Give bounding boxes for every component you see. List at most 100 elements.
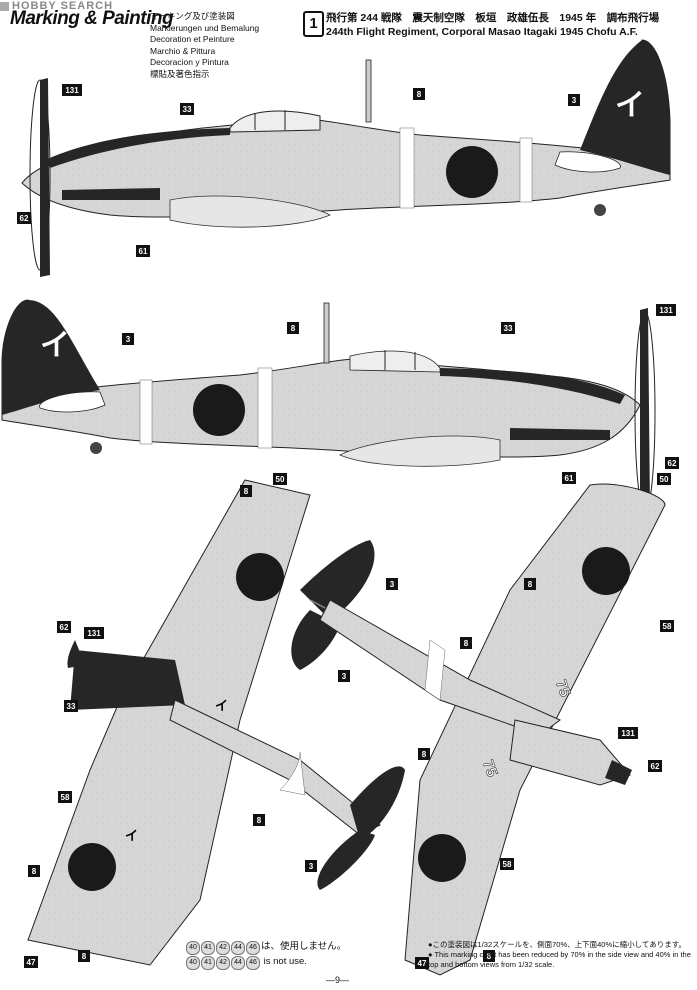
plan-view-bottom: 75 75	[319, 483, 666, 976]
hinomaru	[446, 146, 498, 198]
fuselage-band	[399, 127, 415, 209]
plan-view-top: イ イ	[27, 479, 461, 966]
anti-glare-panel	[70, 650, 185, 710]
svg-text:3: 3	[572, 96, 577, 105]
fuselage-band	[257, 367, 273, 449]
scale-note-en: ● This marking chart has been reduced by…	[428, 950, 691, 969]
svg-text:33: 33	[67, 702, 76, 711]
language-label: Marchio & Pittura	[150, 45, 216, 56]
tail-white-band	[554, 151, 621, 173]
svg-text:62: 62	[60, 623, 69, 632]
watermark: HOBBY SEARCH	[0, 0, 113, 12]
scheme-header-en: 244th Flight Regiment, Corporal Masao It…	[326, 26, 638, 38]
propeller	[640, 308, 650, 512]
svg-text:8: 8	[464, 639, 469, 648]
side-view-right: イ	[1, 299, 656, 513]
stabilizer	[350, 766, 405, 840]
tail-wheel	[90, 442, 102, 454]
svg-text:8: 8	[32, 867, 37, 876]
stabilizer	[300, 540, 375, 620]
svg-text:33: 33	[504, 324, 513, 333]
svg-text:58: 58	[61, 793, 70, 802]
svg-text:3: 3	[309, 862, 314, 871]
svg-text:47: 47	[27, 958, 36, 967]
svg-text:8: 8	[244, 487, 249, 496]
svg-text:131: 131	[65, 86, 79, 95]
svg-text:8: 8	[417, 90, 422, 99]
antenna-mast	[365, 59, 372, 123]
svg-text:47: 47	[418, 959, 427, 968]
page-number: —9—	[326, 975, 350, 985]
language-label: Decoration et Peinture	[150, 34, 235, 44]
svg-text:3: 3	[126, 335, 131, 344]
svg-text:3: 3	[342, 672, 347, 681]
spinner	[605, 760, 632, 785]
svg-text:62: 62	[668, 459, 677, 468]
anti-glare-panel	[440, 368, 625, 404]
hinomaru	[236, 553, 284, 601]
svg-text:8: 8	[291, 324, 296, 333]
svg-text:131: 131	[621, 729, 635, 738]
svg-text:58: 58	[503, 860, 512, 869]
svg-text:33: 33	[183, 105, 192, 114]
canopy	[229, 110, 321, 133]
hinomaru	[193, 384, 245, 436]
kana-mark: イ	[215, 698, 228, 713]
fuselage-band	[139, 379, 153, 445]
language-list: マーキング及び塗装図 Markierungen und Bemalung Dec…	[150, 11, 259, 80]
language-label: Decoracion y Pintura	[150, 57, 229, 67]
antenna-mast	[323, 302, 330, 364]
kana-mark: イ	[125, 828, 138, 843]
svg-text:8: 8	[257, 816, 262, 825]
wing-root	[169, 195, 331, 228]
hinomaru	[418, 834, 466, 882]
svg-text:62: 62	[20, 214, 29, 223]
side-view-left: イ	[21, 39, 671, 277]
svg-text:50: 50	[660, 475, 669, 484]
scheme-header: 飛行第 244 戦隊 震天制空隊 板垣 政雄伍長 1945 年 調布飛行場 24…	[326, 11, 659, 39]
page-title: Marking & Painting	[10, 8, 174, 29]
stabilizer	[317, 830, 375, 890]
svg-text:50: 50	[276, 475, 285, 484]
svg-text:61: 61	[565, 474, 574, 483]
language-label: 標貼及著色指示	[150, 68, 210, 79]
scheme-header-jp: 飛行第 244 戦隊 震天制空隊 板垣 政雄伍長 1945 年 調布飛行場	[326, 12, 660, 24]
exhaust-stacks	[510, 428, 610, 440]
canopy	[349, 350, 441, 373]
aircraft-number: 75	[552, 678, 574, 699]
hinomaru	[68, 843, 116, 891]
tail-kana: イ	[615, 89, 645, 122]
svg-text:58: 58	[663, 622, 672, 631]
language-label: マーキング及び塗装図	[150, 11, 235, 21]
fuselage-band	[519, 137, 533, 203]
scale-note: ●この塗装図は1/32スケールを、側面70%、上下面40%に縮小してあります。 …	[428, 940, 693, 970]
svg-text:8: 8	[82, 952, 87, 961]
tail-wheel	[594, 204, 606, 216]
callout-markers: 131 33 8 3 62 61 3 8 33 131 62 61 8 50 6…	[17, 84, 679, 969]
svg-text:8: 8	[528, 580, 533, 589]
spinner	[67, 640, 85, 668]
svg-text:8: 8	[422, 750, 427, 759]
scale-note-jp: ●この塗装図は1/32スケールを、側面70%、上下面40%に縮小してあります。	[428, 940, 686, 949]
propeller	[40, 78, 50, 277]
svg-text:131: 131	[659, 306, 673, 315]
aircraft-number: 75	[479, 758, 501, 779]
exhaust-stacks	[62, 188, 160, 200]
hinomaru	[582, 547, 630, 595]
anti-glare-panel	[45, 128, 230, 168]
logo-icon	[0, 1, 9, 11]
tail-dark-paint	[2, 300, 100, 415]
scheme-number: 1	[303, 11, 324, 37]
svg-text:3: 3	[390, 580, 395, 589]
tail-dark-paint	[580, 40, 670, 175]
svg-text:8: 8	[487, 952, 492, 961]
svg-text:62: 62	[651, 762, 660, 771]
svg-text:131: 131	[87, 629, 101, 638]
tail-kana: イ	[40, 329, 70, 362]
language-label: Markierungen und Bemalung	[150, 22, 260, 33]
svg-text:61: 61	[139, 247, 148, 256]
